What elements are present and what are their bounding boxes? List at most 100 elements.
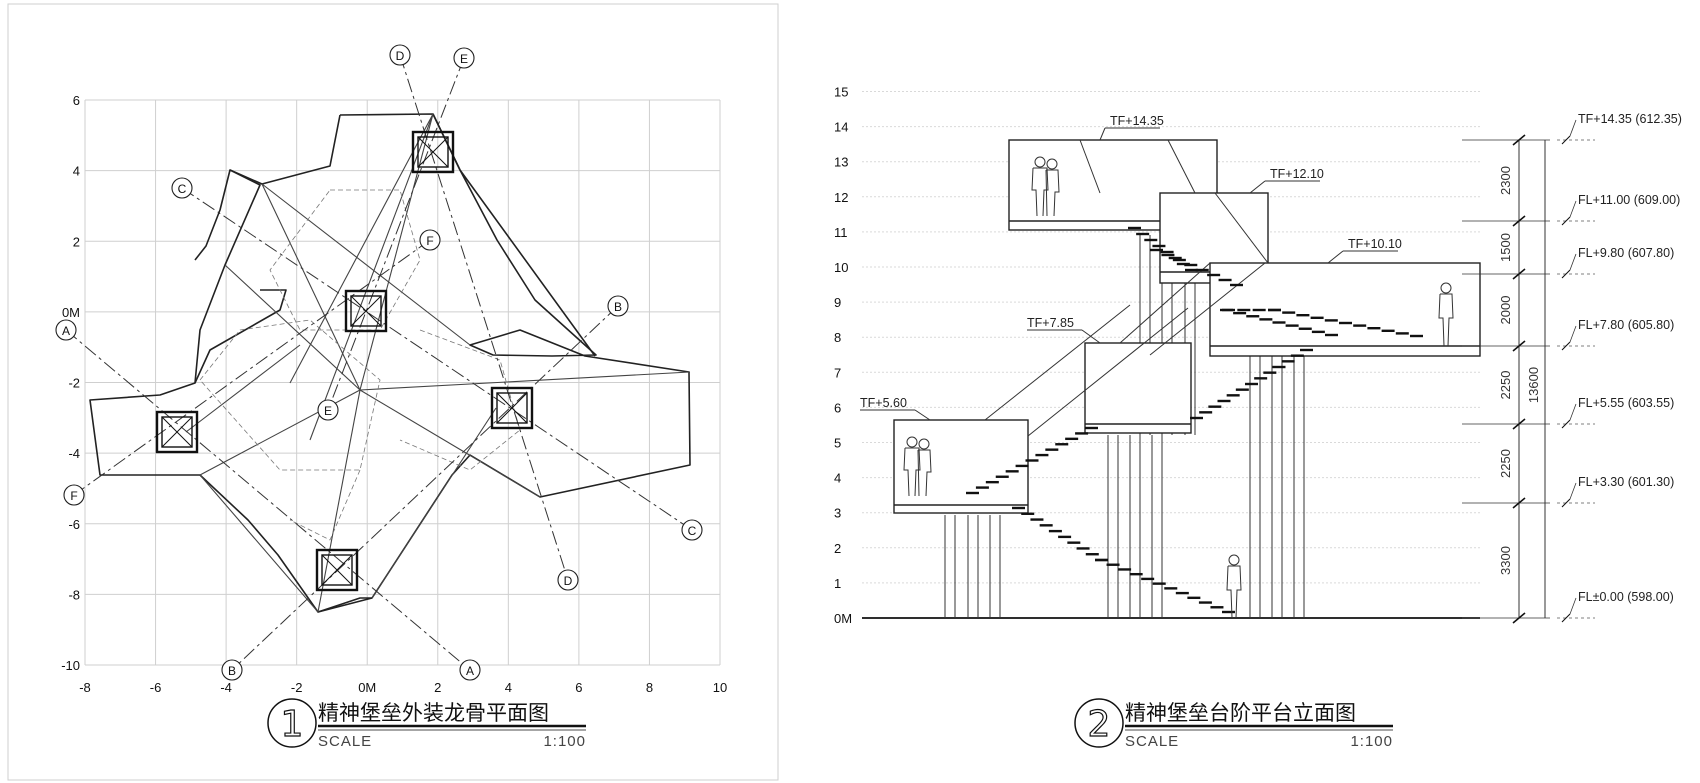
axis-bubble-f: F — [419, 229, 441, 251]
level-label: FL+5.55 (603.55) — [1578, 396, 1674, 410]
plan-x-tick: -4 — [220, 680, 232, 695]
elevation-y-tick: 15 — [834, 85, 848, 100]
level-label: FL+11.00 (609.00) — [1578, 193, 1680, 207]
axis-bubble-label: E — [324, 404, 332, 418]
plan-number-circle — [267, 698, 317, 748]
elevation-title: 精神堡垒台阶平台立面图 — [1125, 701, 1356, 725]
dim-tick — [1512, 418, 1526, 430]
elevation-y-tick: 4 — [834, 471, 841, 486]
dim-tick — [1512, 134, 1526, 146]
elevation-y-tick: 11 — [834, 225, 848, 240]
plan-title-block: 1 精神堡垒外装龙骨平面图 SCALE 1:100 — [267, 698, 586, 750]
dim-value: 2300 — [1498, 166, 1513, 195]
plan-y-tick: 0M — [62, 305, 80, 320]
plan-y-tick: -2 — [68, 376, 80, 391]
tag-tf-1210: TF+12.10 — [1270, 167, 1324, 181]
dim-value: 2250 — [1498, 371, 1513, 400]
axis-line-e — [327, 57, 465, 411]
elevation-number: 2 — [1088, 704, 1111, 745]
plan-y-tick: -10 — [61, 658, 80, 673]
plan-x-tick: 2 — [434, 680, 441, 695]
axis-bubble-label: F — [70, 489, 77, 503]
plan-x-tick: -6 — [150, 680, 162, 695]
dim-total: 13600 — [1526, 367, 1541, 403]
dim-value: 1500 — [1498, 233, 1513, 262]
plan-y-tick: -6 — [68, 517, 80, 532]
axis-bubble-label: C — [178, 182, 187, 196]
plan-number: 1 — [281, 704, 304, 745]
column-markers — [155, 130, 534, 592]
axis-bubble-label: C — [688, 524, 697, 538]
axis-bubble-a: A — [459, 659, 481, 681]
platform-level-tags: TF+14.35 TF+12.10 TF+10.10 TF+7.85 TF+5.… — [860, 114, 1402, 421]
column-right — [490, 386, 534, 430]
plan-y-tick: -4 — [68, 446, 80, 461]
elevation-y-tick: 12 — [834, 190, 848, 205]
hidden-frame-lines — [199, 189, 521, 541]
tag-tf-785: TF+7.85 — [1027, 316, 1074, 330]
axis-bubble-label: D — [564, 574, 573, 588]
level-label: FL±0.00 (598.00) — [1578, 590, 1674, 604]
level-label: FL+3.30 (601.30) — [1578, 475, 1674, 489]
axis-bubble-c: C — [171, 177, 193, 199]
plan-scale-value: 1:100 — [543, 733, 586, 750]
elevation-y-tick: 9 — [834, 295, 841, 310]
plan-x-tick: 8 — [646, 680, 653, 695]
elevation-scale-value: 1:100 — [1350, 733, 1393, 750]
level-stem — [1569, 200, 1577, 218]
level-stem — [1569, 119, 1577, 137]
platform-top — [1008, 139, 1218, 231]
level-mark — [1561, 498, 1571, 508]
roof-fold-lines — [185, 113, 691, 613]
person-figure — [1031, 156, 1060, 217]
axis-bubble-d: D — [557, 569, 579, 591]
plan-y-tick: 4 — [73, 164, 80, 179]
level-stem — [1569, 597, 1577, 615]
elevation-y-tick: 3 — [834, 506, 841, 521]
plan-scale-label: SCALE — [318, 733, 372, 750]
stair-stringers — [984, 139, 1269, 437]
level-stem — [1569, 253, 1577, 271]
axis-bubble-a: A — [55, 319, 77, 341]
column-bottom — [315, 548, 359, 592]
elevation-y-tick: 6 — [834, 400, 841, 415]
level-stem — [1569, 325, 1577, 343]
plan-x-tick: 6 — [575, 680, 582, 695]
axis-bubble-label: B — [228, 664, 236, 678]
elevation-title-block: 2 精神堡垒台阶平台立面图 SCALE 1:100 — [1074, 698, 1393, 750]
elevation-y-tick: 8 — [834, 330, 841, 345]
plan-y-tick: 2 — [73, 234, 80, 249]
plan-x-tick: 10 — [713, 680, 727, 695]
dim-value: 3300 — [1498, 546, 1513, 575]
elevation-y-tick: 10 — [834, 260, 848, 275]
axis-bubble-f: F — [63, 484, 85, 506]
level-mark — [1561, 419, 1571, 429]
plan-x-tick: 0M — [358, 680, 376, 695]
tag-tf-1010: TF+10.10 — [1348, 237, 1402, 251]
level-stem — [1569, 403, 1577, 421]
level-label: FL+7.80 (605.80) — [1578, 318, 1674, 332]
column-top — [411, 130, 455, 174]
elevation-number-circle — [1074, 698, 1124, 748]
axis-bubble-label: F — [426, 234, 433, 248]
axis-line-a — [65, 329, 471, 671]
person-figure — [1438, 282, 1454, 347]
axis-bubble-label: A — [466, 664, 474, 678]
axis-bubble-d: D — [389, 44, 411, 66]
plan-x-tick: 4 — [505, 680, 512, 695]
level-mark — [1561, 216, 1571, 226]
dim-value: 2250 — [1498, 449, 1513, 478]
plan-x-tick: -2 — [291, 680, 303, 695]
column-center — [344, 289, 388, 333]
tag-tf-1435: TF+14.35 — [1110, 114, 1164, 128]
tag-tf-560: TF+5.60 — [860, 396, 907, 410]
axis-line-d — [399, 54, 569, 581]
elevation-y-tick: 7 — [834, 365, 841, 380]
level-annotations: TF+14.35 (612.35)FL+11.00 (609.00)FL+9.8… — [1557, 112, 1682, 623]
scale-figures — [903, 156, 1454, 619]
